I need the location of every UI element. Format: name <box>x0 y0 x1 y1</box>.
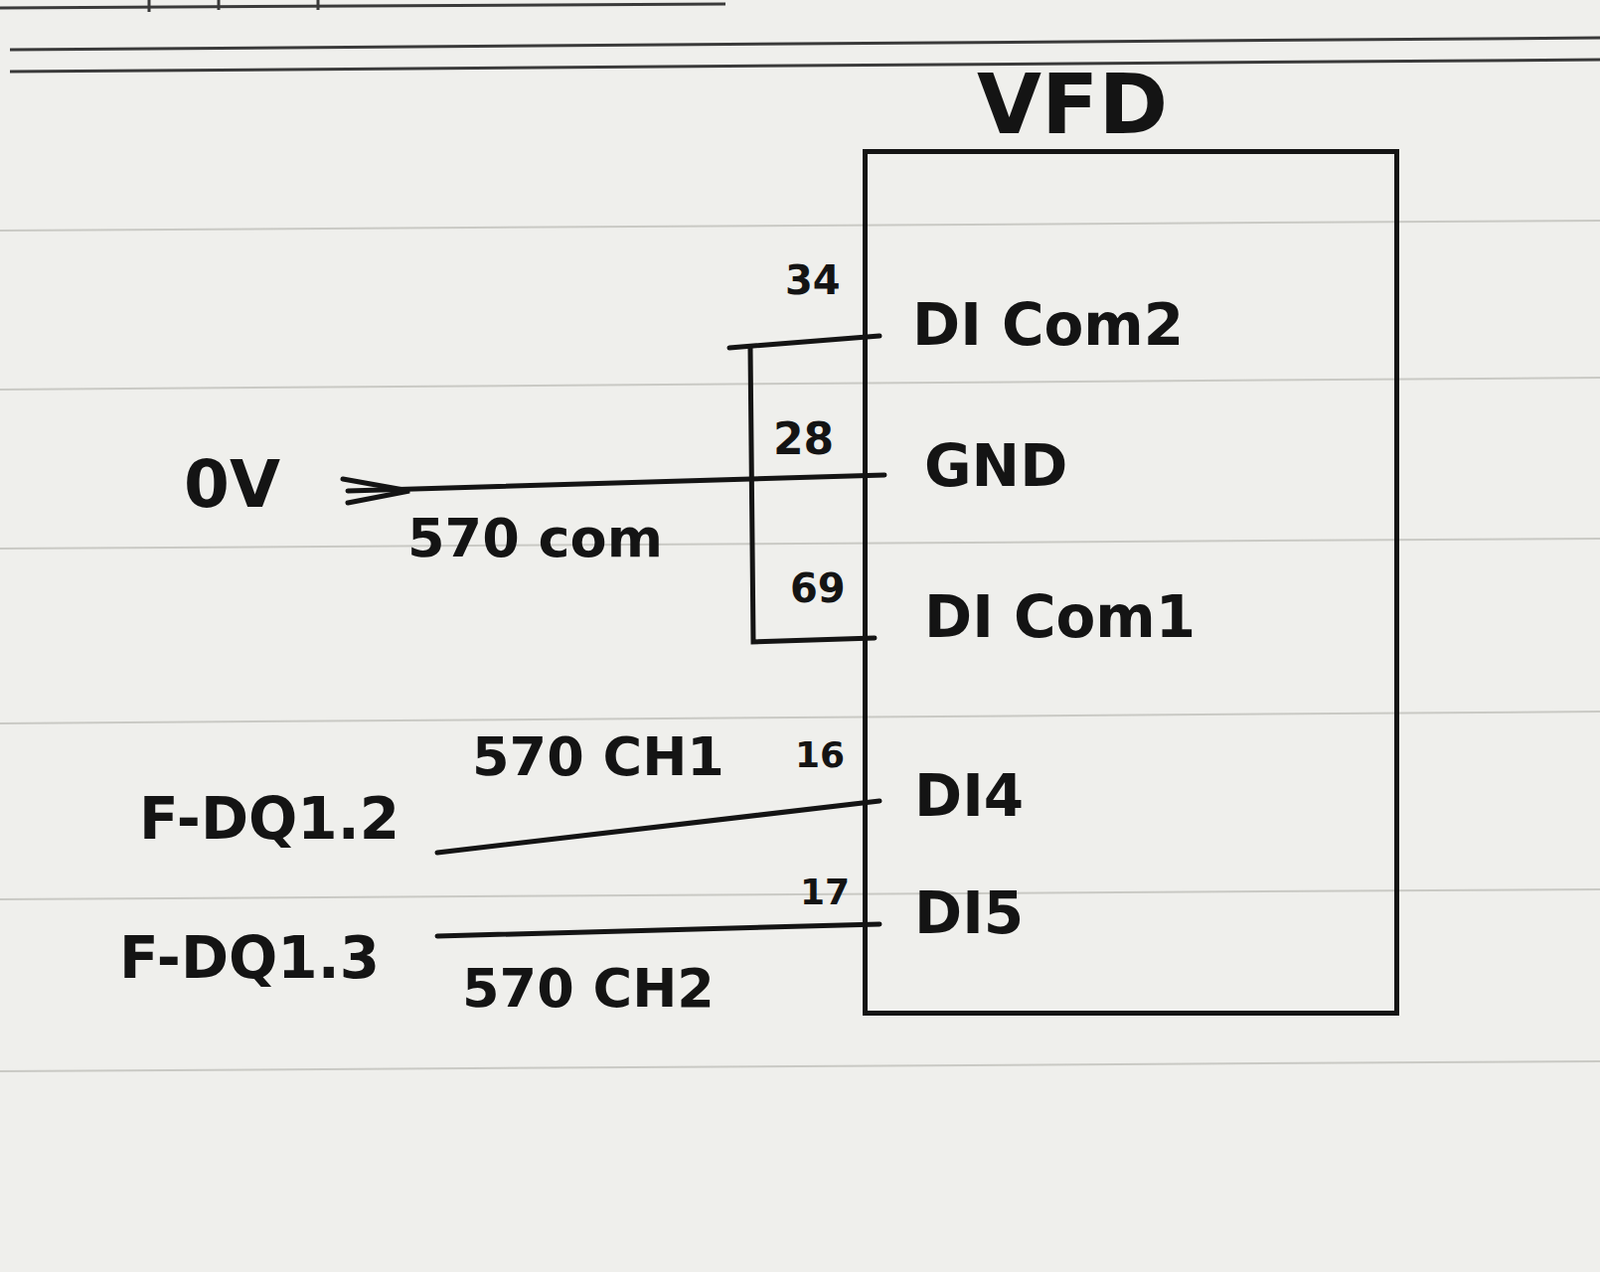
arrow-symbol <box>342 479 410 503</box>
ruled-lines <box>0 220 1600 1072</box>
wire <box>437 924 880 937</box>
pin-number: 17 <box>800 874 850 911</box>
wire <box>437 800 880 853</box>
signal-label: 570 com <box>407 511 663 566</box>
wire <box>347 475 885 491</box>
signal-label: DI4 <box>914 767 1024 825</box>
signal-label: DI Com2 <box>912 296 1184 354</box>
jumper-wire <box>750 347 875 642</box>
signal-label: DI Com1 <box>924 588 1196 646</box>
signal-label: F-DQ1.2 <box>139 790 400 848</box>
header-lines <box>0 0 1600 72</box>
pin-number: 34 <box>785 260 841 301</box>
signal-label: 570 CH1 <box>472 730 725 785</box>
device-name: VFD <box>976 62 1168 147</box>
signal-label: F-DQ1.3 <box>119 929 380 987</box>
signal-label: GND <box>924 437 1068 495</box>
signal-label: 570 CH2 <box>462 961 715 1016</box>
pin-number: 28 <box>773 417 834 462</box>
pin-number: 16 <box>795 737 845 774</box>
signal-label: 0V <box>183 452 281 518</box>
pin-number: 69 <box>790 568 846 609</box>
wires <box>342 335 885 937</box>
signal-label: DI5 <box>914 884 1024 943</box>
